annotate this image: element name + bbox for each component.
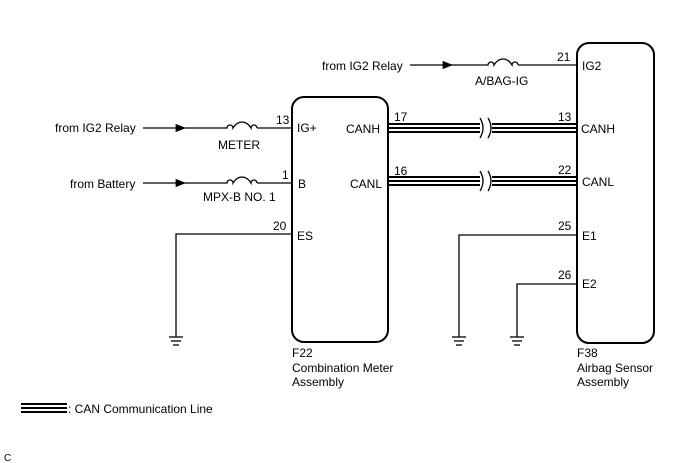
pin-21-number: 21 <box>557 50 571 64</box>
can-h-line <box>388 117 577 139</box>
airbag-name-line2: Assembly <box>577 375 629 389</box>
pin-ig2-label: IG2 <box>582 59 602 73</box>
mpx-fuse-label: MPX-B NO. 1 <box>203 190 276 204</box>
meter-fuse-icon <box>223 121 258 131</box>
from-battery-label: from Battery <box>70 177 135 191</box>
combination-meter-box <box>291 96 389 343</box>
ground-icon <box>169 336 183 346</box>
ground-icon <box>510 336 524 346</box>
wire-es-ground <box>175 233 292 337</box>
meter-canl-label: CANL <box>350 177 382 191</box>
pin-22-number: 22 <box>558 163 572 177</box>
wire-e1-ground <box>458 234 577 337</box>
ground-icon <box>452 336 466 346</box>
meter-code: F22 <box>292 346 313 360</box>
can-l-line <box>388 170 577 192</box>
airbag-code: F38 <box>577 346 598 360</box>
pin-26-number: 26 <box>558 268 572 282</box>
pin-e2-label: E2 <box>582 277 597 291</box>
airbag-sensor-box <box>576 42 655 344</box>
meter-name-line2: Assembly <box>292 375 344 389</box>
pin-20-number: 20 <box>273 219 287 233</box>
pin-25-number: 25 <box>558 219 572 233</box>
pin-1-number: 1 <box>282 168 289 182</box>
airbag-canh-label: CANH <box>581 122 615 136</box>
meter-name-line1: Combination Meter <box>292 361 393 375</box>
abag-fuse-icon <box>484 58 519 68</box>
from-ig2-relay-airbag-label: from IG2 Relay <box>322 59 403 73</box>
can-line-legend-symbol <box>21 403 67 413</box>
from-ig2-relay-label: from IG2 Relay <box>55 121 136 135</box>
pin-e1-label: E1 <box>582 229 597 243</box>
abag-fuse-label: A/BAG-IG <box>475 74 528 88</box>
pin-17-number: 17 <box>394 110 408 124</box>
airbag-canl-label: CANL <box>582 175 614 189</box>
legend-label: : CAN Communication Line <box>68 402 213 416</box>
mpx-fuse-icon <box>223 176 258 186</box>
pin-13-airbag-number: 13 <box>558 110 572 124</box>
meter-fuse-label: METER <box>218 138 260 152</box>
pin-es-label: ES <box>297 229 313 243</box>
meter-canh-label: CANH <box>346 122 380 136</box>
airbag-name-line1: Airbag Sensor <box>577 361 653 375</box>
corner-mark: C <box>4 453 11 463</box>
wire-e2-ground <box>516 283 577 337</box>
pin-16-number: 16 <box>394 164 408 178</box>
pin-ig-label: IG+ <box>297 121 317 135</box>
pin-b-label: B <box>298 177 306 191</box>
pin-13-number: 13 <box>276 113 290 127</box>
